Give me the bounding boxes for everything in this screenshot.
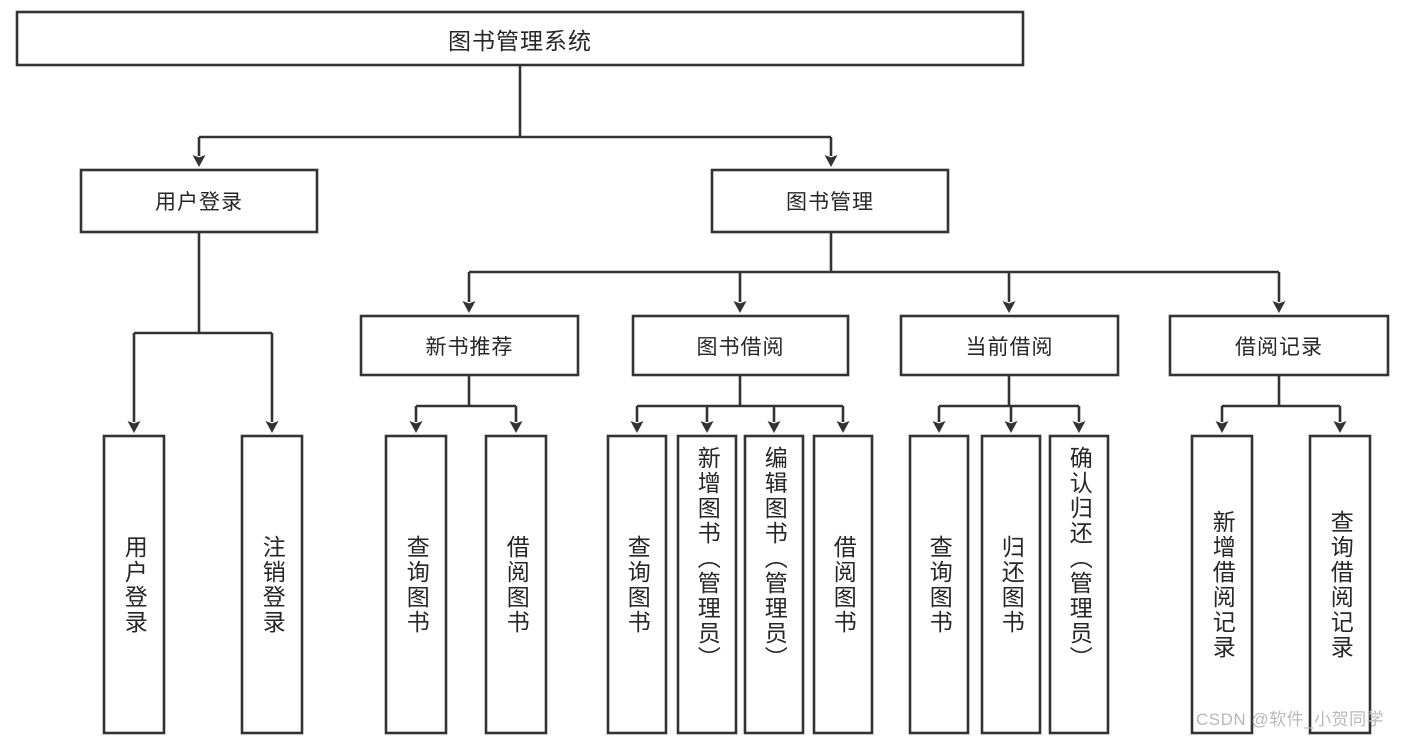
leaf-box-query-borrow-record[interactable] <box>1308 434 1372 735</box>
leaf-box-add-book-admin[interactable] <box>676 434 738 735</box>
node-box-book-management[interactable] <box>710 168 950 234</box>
node-box-current-borrow[interactable] <box>899 314 1120 377</box>
leaf-box-return-book[interactable] <box>980 434 1042 735</box>
leaf-box-user-login[interactable] <box>102 434 166 735</box>
node-box-user-login[interactable] <box>79 168 319 234</box>
leaf-box-query-book-borrow[interactable] <box>606 434 668 735</box>
node-box-book-borrow[interactable] <box>631 314 850 377</box>
node-box-new-book-recommend[interactable] <box>359 314 580 377</box>
leaf-box-borrow-book-borrow[interactable] <box>812 434 874 735</box>
leaf-box-query-book-recommend[interactable] <box>384 434 448 735</box>
leaf-box-edit-book-admin[interactable] <box>743 434 805 735</box>
leaf-box-confirm-return-admin[interactable] <box>1048 434 1110 735</box>
leaf-box-borrow-book-recommend[interactable] <box>484 434 548 735</box>
node-box-root[interactable] <box>15 10 1025 67</box>
leaf-box-add-borrow-record[interactable] <box>1190 434 1254 735</box>
leaf-box-query-book-current[interactable] <box>908 434 970 735</box>
node-box-borrow-record[interactable] <box>1168 314 1390 377</box>
leaf-box-logout-login[interactable] <box>240 434 304 735</box>
